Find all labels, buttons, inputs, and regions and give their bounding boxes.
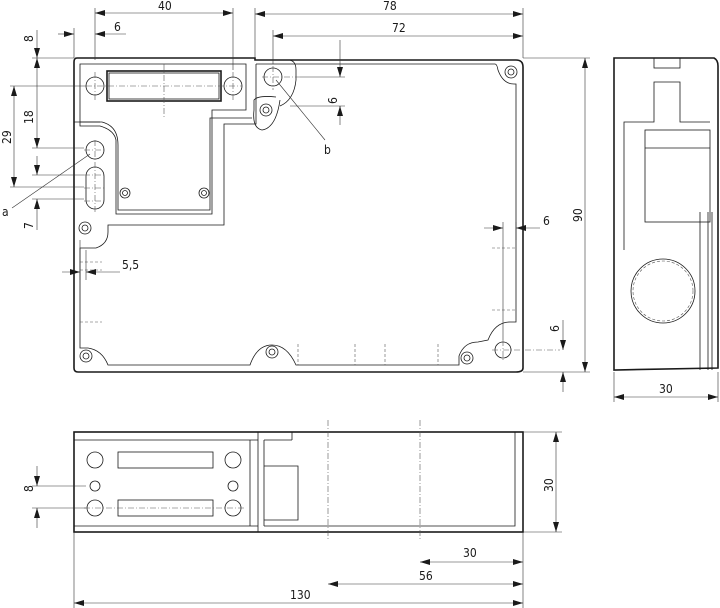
dim-6-b: 6 xyxy=(326,97,340,104)
callout-b: b xyxy=(324,143,331,157)
dim-8-bottom: 8 xyxy=(22,485,36,492)
side-view xyxy=(613,57,719,371)
dimension-lines xyxy=(10,8,719,608)
dim-30-bottom-height: 30 xyxy=(542,478,556,492)
dim-130: 130 xyxy=(290,588,311,602)
dim-29: 29 xyxy=(0,130,14,144)
dim-78: 78 xyxy=(383,0,397,13)
dimension-labels: 40 78 6 72 8 18 29 7 a b 6 5,5 6 90 6 30… xyxy=(0,0,673,602)
dim-30-bottom: 30 xyxy=(463,546,477,560)
dim-6-right: 6 xyxy=(543,214,550,228)
dim-8-left: 8 xyxy=(22,35,36,42)
dim-5-5: 5,5 xyxy=(122,258,139,272)
bottom-view xyxy=(73,420,524,540)
front-view xyxy=(11,57,560,373)
dim-6-top: 6 xyxy=(114,20,121,34)
dim-90: 90 xyxy=(571,208,585,222)
dim-18: 18 xyxy=(22,110,36,124)
dim-56: 56 xyxy=(419,569,433,583)
dim-6-bottom-right: 6 xyxy=(548,325,562,332)
dim-40: 40 xyxy=(158,0,172,13)
dim-72: 72 xyxy=(392,21,406,35)
dim-30-side: 30 xyxy=(659,382,673,396)
dim-7: 7 xyxy=(22,222,36,229)
callout-a: a xyxy=(2,205,9,219)
